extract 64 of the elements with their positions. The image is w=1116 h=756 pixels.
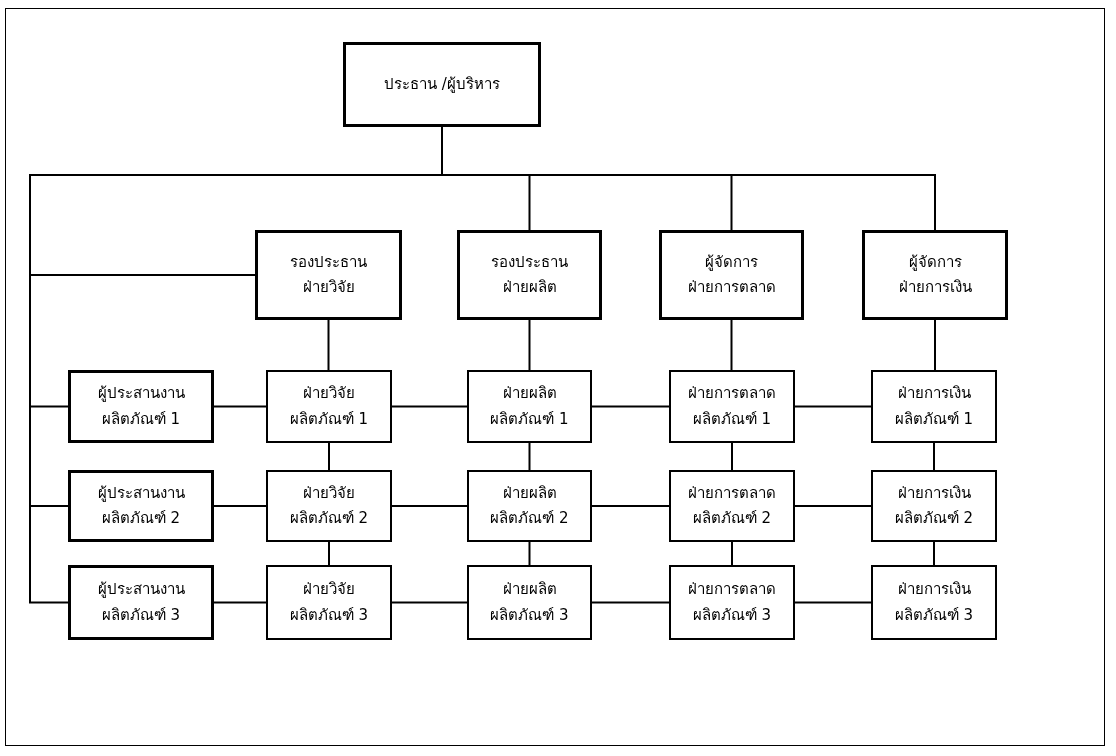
- position-title: รองประธาน ฝ่ายวิจัย: [290, 251, 367, 298]
- position-title: ฝ่ายผลิต ผลิตภัณฑ์ 3: [490, 579, 569, 626]
- position-title: ฝ่ายการตลาด ผลิตภัณฑ์ 2: [688, 482, 776, 529]
- position-box: [669, 370, 795, 443]
- position-box: [343, 42, 541, 127]
- position-title: ฝ่ายการเงิน ผลิตภัณฑ์ 2: [894, 482, 974, 529]
- position-box: [266, 470, 392, 542]
- connector-line: [213, 505, 267, 507]
- connector-line: [933, 442, 935, 471]
- position-box: [457, 230, 602, 320]
- connector-line: [794, 601, 872, 604]
- connector-line: [528, 319, 531, 371]
- connector-line: [328, 442, 330, 471]
- position-box: [871, 370, 997, 443]
- connector-line: [794, 505, 872, 507]
- connector-line: [731, 442, 733, 471]
- connector-line: [591, 505, 670, 507]
- position-title: ฝ่ายการตลาด ผลิตภัณฑ์ 3: [688, 579, 776, 626]
- connector-line: [933, 541, 935, 566]
- connector-line: [591, 405, 670, 408]
- position-title: ฝ่ายการตลาด ผลิตภัณฑ์ 1: [688, 383, 776, 430]
- connector-line: [213, 405, 267, 408]
- position-box: [467, 565, 592, 640]
- position-title: ผู้ประสานงาน ผลิตภัณฑ์ 3: [97, 579, 185, 626]
- position-box: [266, 565, 392, 640]
- connector-line: [213, 601, 267, 604]
- connector-line: [391, 505, 468, 507]
- position-title: ประธาน /ผู้บริหาร: [384, 73, 500, 95]
- position-box: [266, 370, 392, 443]
- connector-line: [794, 405, 872, 408]
- connector-line: [934, 319, 936, 371]
- position-box: [871, 565, 997, 640]
- position-box: [68, 370, 214, 443]
- position-title: ผู้ประสานงาน ผลิตภัณฑ์ 2: [97, 482, 185, 529]
- position-box: [871, 470, 997, 542]
- position-box: [467, 370, 592, 443]
- position-title: รองประธาน ฝ่ายผลิต: [491, 251, 568, 298]
- position-box: [255, 230, 402, 320]
- connector-line: [391, 405, 468, 408]
- connector-line: [730, 319, 733, 371]
- connector-line: [528, 442, 531, 471]
- connector-line: [328, 541, 330, 566]
- position-title: ฝ่ายวิจัย ผลิตภัณฑ์ 3: [289, 579, 369, 626]
- position-box: [669, 470, 795, 542]
- position-box: [669, 565, 795, 640]
- position-title: ผู้ประสานงาน ผลิตภัณฑ์ 1: [97, 383, 185, 430]
- position-title: ฝ่ายผลิต ผลิตภัณฑ์ 1: [490, 383, 569, 430]
- connector-line: [528, 541, 531, 566]
- position-box: [659, 230, 804, 320]
- connector-line: [327, 319, 330, 371]
- position-title: ฝ่ายวิจัย ผลิตภัณฑ์ 1: [289, 383, 369, 430]
- position-box: [68, 470, 214, 542]
- connector-line: [591, 601, 670, 604]
- position-title: ฝ่ายการเงิน ผลิตภัณฑ์ 3: [894, 579, 974, 626]
- position-title: ผู้จัดการ ฝ่ายการตลาด: [687, 251, 776, 298]
- position-box: [68, 565, 214, 640]
- connector-line: [731, 541, 733, 566]
- connector-line: [391, 601, 468, 604]
- position-box: [862, 230, 1008, 320]
- position-title: ฝ่ายวิจัย ผลิตภัณฑ์ 2: [289, 482, 369, 529]
- position-title: ฝ่ายผลิต ผลิตภัณฑ์ 2: [490, 482, 569, 529]
- position-title: ฝ่ายการเงิน ผลิตภัณฑ์ 1: [894, 383, 974, 430]
- position-title: ผู้จัดการ ฝ่ายการเงิน: [898, 251, 972, 298]
- position-box: [467, 470, 592, 542]
